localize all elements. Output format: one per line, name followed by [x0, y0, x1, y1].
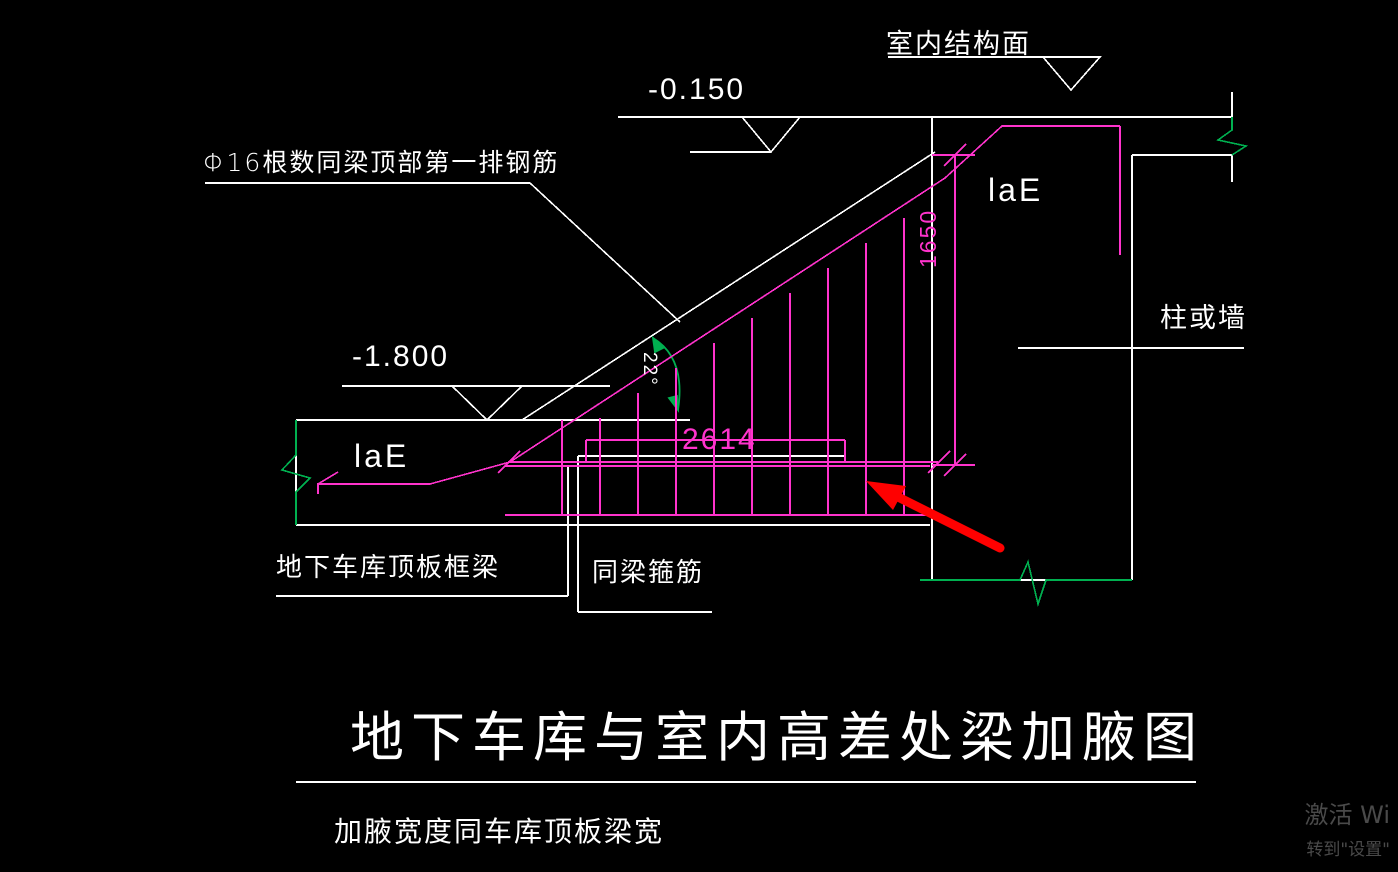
level-upper-triangle [740, 116, 802, 154]
dim-1650-tick-bottom [943, 453, 967, 477]
angle-arc [652, 337, 681, 411]
right-break-zigzag [1216, 117, 1249, 156]
windows-activation-watermark-subtitle: 转到"设置" [1306, 840, 1390, 860]
red-pointer-arrow [866, 481, 1005, 553]
left-break-zigzag [280, 420, 312, 525]
dim-2614-tick-right [927, 450, 951, 474]
level-lower-triangle [450, 385, 524, 422]
dim-2614-tick-left [497, 450, 521, 474]
dim-1650-tick-top [943, 143, 967, 167]
main-top-rebar [317, 125, 1120, 494]
rebar-note-leader-diagonal [529, 182, 681, 323]
break-symbols-green [280, 117, 1249, 607]
windows-activation-watermark-title: 激活 Wi [1304, 801, 1391, 829]
rebar-lines-pink [317, 125, 1121, 516]
indoor-face-triangle [1041, 56, 1102, 92]
bottom-break-zigzag [920, 559, 1132, 607]
angle-arrow-top [651, 335, 665, 354]
haunch-slope-top-line [521, 151, 936, 421]
left-hook-tip [317, 471, 339, 485]
structural-outline-white [205, 56, 1244, 783]
